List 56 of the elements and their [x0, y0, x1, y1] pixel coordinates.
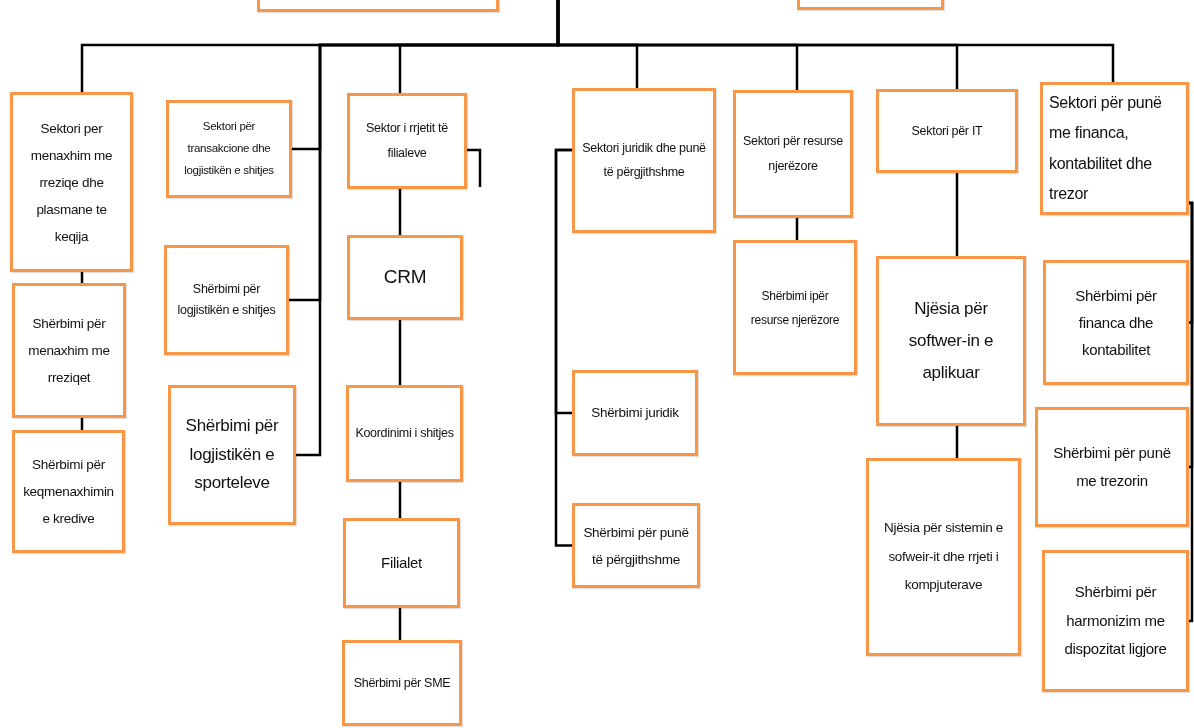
unit-label: Shërbimi për menaxhim me rreziqet: [27, 315, 111, 387]
connector-line: [955, 426, 959, 458]
unit-label: Shërbimi për logjistikën e sporteleve: [184, 414, 280, 495]
unit-label: Sektori për punë me financa, kontabilitet dhe trezor: [1049, 92, 1163, 204]
org-unit-box: [1042, 550, 1189, 692]
unit-label: Shërbimi për financa dhe kontabilitet: [1074, 286, 1158, 360]
unit-label: Koordinimi i shitjes: [355, 425, 454, 442]
org-unit-box: [1043, 260, 1189, 385]
org-unit-box: [1040, 82, 1189, 215]
unit-label: Shërbimi për logjistikën e shitjes: [176, 280, 277, 319]
unit-label: Shërbimi për keqmenaxhimin e kredive: [22, 456, 115, 528]
connector-line: [556, 0, 1115, 82]
unit-label: Filialet: [381, 554, 422, 572]
unit-label: CRM: [383, 266, 427, 289]
org-unit-box: [346, 385, 463, 482]
org-unit-box: [876, 256, 1026, 426]
unit-label: Sektori për transakcione dhe logjistikën e shitjes: [183, 119, 275, 178]
unit-label: Shërbimi për SME: [353, 675, 451, 691]
unit-label: Shërbimi për punë të përgjithshme: [582, 523, 690, 569]
org-unit-box: [572, 503, 700, 588]
connector-line: [398, 482, 402, 518]
org-unit-box: [733, 240, 857, 375]
connector-line: [398, 608, 402, 640]
unit-label: Sektori për IT: [911, 123, 983, 139]
connector-line: [795, 218, 799, 240]
connector-line: [398, 320, 402, 385]
org-unit-box: [166, 100, 292, 198]
org-unit-box: [343, 518, 460, 608]
org-unit-box: [164, 245, 289, 355]
org-unit-box: [168, 385, 296, 525]
org-unit-box: [1035, 407, 1189, 527]
connector-line: [955, 173, 959, 256]
org-unit-box: [866, 458, 1021, 656]
org-unit-box: [342, 640, 462, 726]
org-unit-box: [733, 90, 853, 218]
connector-line: [1188, 201, 1194, 623]
org-unit-box: [10, 92, 133, 272]
unit-label: Njësia për sistemin e sofweir-it dhe rrjeti i kompjuterave: [883, 519, 1004, 595]
org-unit-box: [347, 93, 467, 189]
unit-label: Njësia për softwer-in e aplikuar: [907, 297, 995, 385]
org-unit-box: [12, 283, 126, 418]
connector-line: [554, 148, 572, 547]
org-unit-box: [572, 88, 716, 233]
unit-label: Sektori per menaxhim me rreziqe dhe plasmane te keqija: [29, 119, 114, 246]
org-unit-box: [876, 89, 1018, 173]
unit-label: Shërbimi për punë me trezorin: [1052, 442, 1172, 491]
connector-line: [398, 189, 402, 235]
unit-label: Sektori juridik dhe punë të përgjithshme: [581, 139, 707, 181]
unit-label: Sektor i rrjetit të filialeve: [365, 120, 449, 162]
unit-label: Shërbimi ipër resurse njerëzore: [749, 287, 841, 329]
unit-label: Shërbimi juridik: [591, 404, 679, 422]
unit-label: Sektori për resurse njerëzore: [742, 133, 844, 175]
org-unit-box: [572, 370, 698, 456]
org-unit-box: [347, 235, 463, 320]
unit-label: Shërbimi për harmonizim me dispozitat ligjore: [1063, 582, 1168, 660]
org-unit-box: [12, 430, 125, 553]
